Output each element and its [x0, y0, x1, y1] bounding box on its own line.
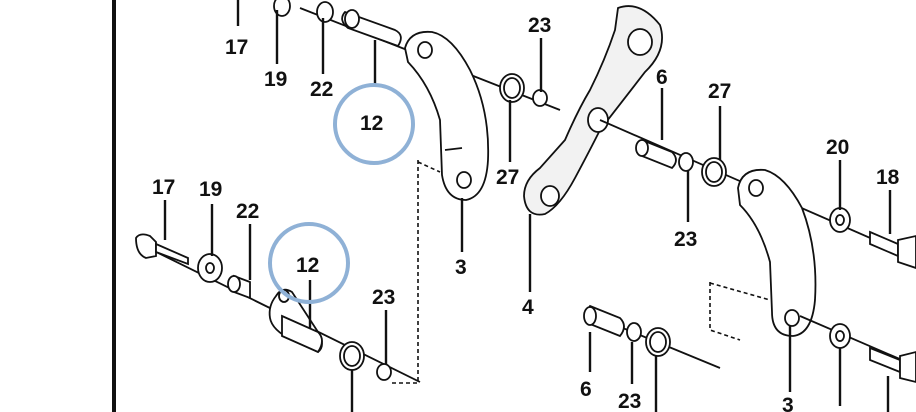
callout-3-top: 3 — [455, 256, 467, 279]
callout-12-top: 12 — [360, 112, 383, 135]
callout-23-left: 23 — [372, 286, 395, 309]
callout-23-top: 23 — [528, 14, 551, 37]
callout-18: 18 — [876, 166, 900, 189]
top-left-assembly — [273, 0, 561, 270]
callout-19-top: 19 — [264, 68, 287, 91]
right-assembly — [599, 119, 916, 341]
callout-20: 20 — [826, 136, 849, 159]
main-bracket-part-4 — [523, 5, 663, 216]
callout-4: 4 — [522, 296, 534, 319]
bottom-center-assembly — [583, 304, 916, 383]
callout-27-top: 27 — [496, 166, 519, 189]
callout-27-right: 27 — [708, 80, 731, 103]
callout-17-left: 17 — [152, 176, 175, 199]
callout-17-top: 17 — [225, 36, 248, 59]
highlight-ring-12-top — [333, 83, 415, 165]
callout-12-left: 12 — [296, 254, 319, 277]
callout-6-bottom: 6 — [580, 378, 592, 401]
callout-23-right: 23 — [674, 228, 697, 251]
callout-6-right: 6 — [656, 66, 668, 89]
page-border — [112, 0, 116, 412]
callout-3-bottom: 3 — [782, 394, 794, 412]
bottom-left-assembly — [135, 233, 421, 384]
callout-23-bottom: 23 — [618, 390, 641, 412]
leader-lines — [163, 0, 892, 412]
callout-22-top: 22 — [310, 78, 333, 101]
callout-22-left: 22 — [236, 200, 259, 223]
callout-19-left: 19 — [199, 178, 222, 201]
highlight-ring-12-left — [268, 222, 350, 304]
